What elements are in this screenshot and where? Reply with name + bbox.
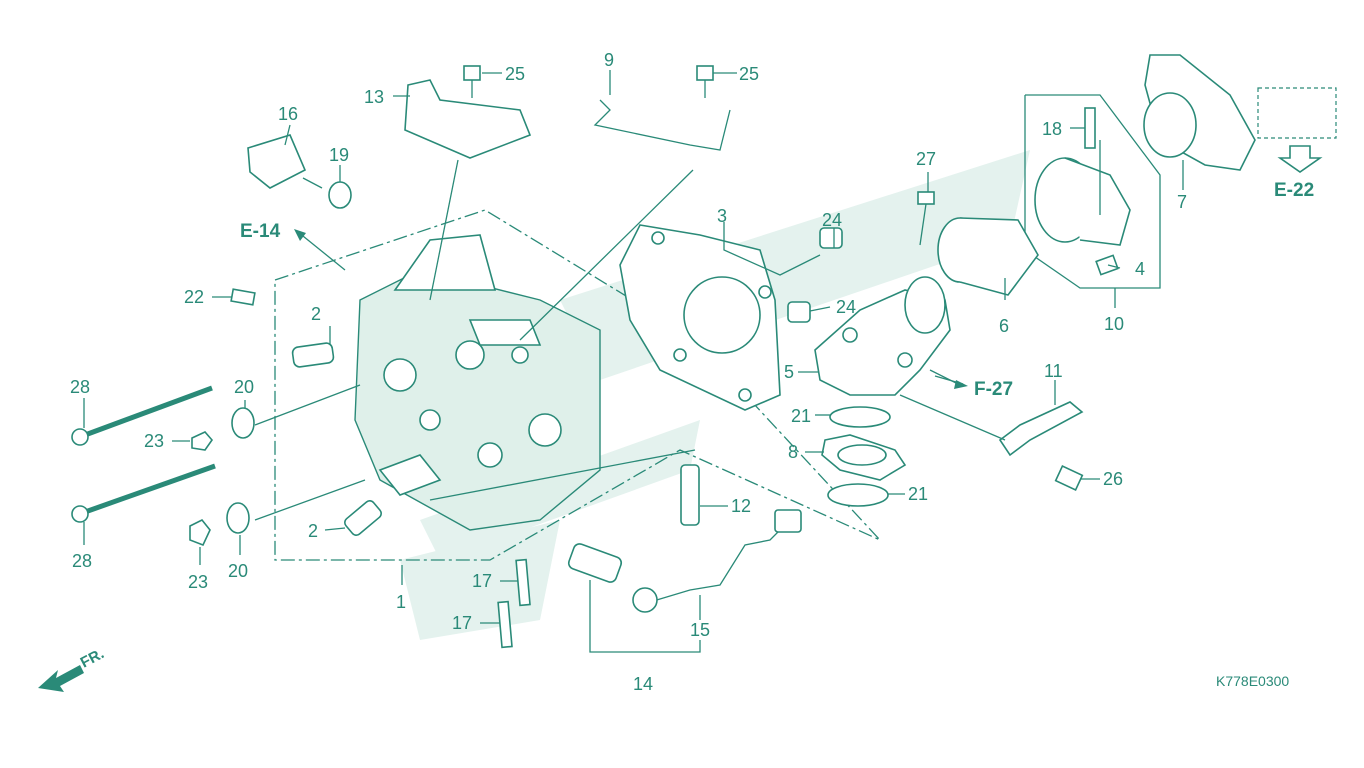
callout-17: 17 — [472, 571, 492, 591]
ref-label-e14: E-14 — [240, 221, 281, 242]
ref-label-f27: F-27 — [974, 379, 1013, 400]
dowel-pin-upper — [291, 342, 335, 368]
callout-19: 19 — [329, 145, 349, 165]
bracket-stay-part — [998, 401, 1084, 457]
flange-bolt-22 — [230, 288, 256, 306]
collar-lower — [787, 301, 811, 323]
callout-16: 16 — [278, 104, 298, 124]
front-direction-arrow — [38, 665, 84, 692]
bolt-25-right — [696, 65, 714, 98]
callout-15: 15 — [690, 620, 710, 640]
callout-17: 17 — [452, 613, 472, 633]
callout-20: 20 — [234, 377, 254, 397]
callout-14: 14 — [633, 674, 653, 694]
arrow-e14 — [294, 229, 346, 271]
stud-bolt-upper — [515, 558, 531, 607]
square-nut-part — [1095, 254, 1119, 276]
callout-25: 25 — [505, 64, 525, 84]
intake-insulator-part — [814, 276, 951, 396]
assembly-outline-cylinder-head — [274, 209, 881, 561]
breather-wire-part — [593, 99, 731, 151]
cylinder-head-gasket-part — [619, 224, 781, 411]
callout-12: 12 — [731, 496, 751, 516]
callout-7: 7 — [1177, 192, 1187, 212]
stud-bolt-lower — [497, 600, 513, 649]
washer-upper — [231, 407, 255, 439]
sealing-washer-part — [328, 181, 352, 209]
callout-23: 23 — [144, 431, 164, 451]
callout-21: 21 — [791, 406, 811, 426]
callout-26: 26 — [1103, 469, 1123, 489]
callout-23: 23 — [188, 572, 208, 592]
callout-27: 27 — [916, 149, 936, 169]
callout-24: 24 — [822, 210, 842, 230]
callout-5: 5 — [784, 362, 794, 382]
cap-nut-lower — [189, 518, 211, 547]
reference-box-e22 — [1257, 87, 1337, 139]
bolt-26 — [1054, 465, 1084, 491]
callout-3: 3 — [717, 206, 727, 226]
arrow-e22 — [1277, 145, 1323, 173]
stud-bolt-28-upper — [71, 385, 213, 446]
collar-upper — [819, 227, 843, 249]
callout-8: 8 — [788, 442, 798, 462]
holder-flange-part — [1143, 54, 1256, 171]
dowel-pin-lower — [344, 500, 382, 536]
callout-21: 21 — [908, 484, 928, 504]
band-clamp-part — [1034, 157, 1131, 246]
intake-joint-part — [937, 217, 1039, 296]
callout-11: 11 — [1044, 361, 1063, 381]
callout-24: 24 — [836, 297, 856, 317]
callout-28: 28 — [70, 377, 90, 397]
cover-plate-part — [404, 79, 532, 159]
clamp-bolt-part — [1084, 107, 1096, 149]
bolt-25-left — [463, 65, 481, 98]
part-callouts: 1 2 2 3 4 5 6 7 8 9 10 11 12 13 14 15 16… — [70, 50, 1187, 694]
callout-6: 6 — [999, 316, 1009, 336]
cap-nut-upper — [191, 431, 214, 451]
front-label: FR. — [78, 645, 107, 671]
spark-plug-part — [680, 464, 700, 526]
callout-20: 20 — [228, 561, 248, 581]
washer-lower — [226, 502, 250, 534]
o-ring-upper — [829, 406, 891, 428]
cylinder-head-part — [354, 234, 601, 531]
callout-25: 25 — [739, 64, 759, 84]
callout-10: 10 — [1104, 314, 1124, 334]
callout-22: 22 — [184, 287, 204, 307]
callout-18: 18 — [1042, 119, 1062, 139]
callout-2: 2 — [311, 304, 321, 324]
arrow-f27 — [934, 375, 968, 389]
oxygen-sensor-part — [567, 509, 802, 613]
callout-13: 13 — [364, 87, 384, 107]
leader-lines — [83, 70, 1184, 653]
ref-label-e22: E-22 — [1274, 180, 1314, 201]
callout-2: 2 — [308, 521, 318, 541]
bolt-27 — [917, 191, 935, 246]
callout-4: 4 — [1135, 259, 1145, 279]
stud-bolt-28-lower — [71, 463, 216, 523]
intake-spacer-part — [821, 434, 907, 481]
callout-28: 28 — [72, 551, 92, 571]
o-ring-lower — [827, 483, 889, 507]
temperature-sensor-part — [247, 134, 323, 189]
diagram-code: K778E0300 — [1216, 673, 1289, 689]
callout-1: 1 — [396, 592, 406, 612]
callout-9: 9 — [604, 50, 614, 70]
